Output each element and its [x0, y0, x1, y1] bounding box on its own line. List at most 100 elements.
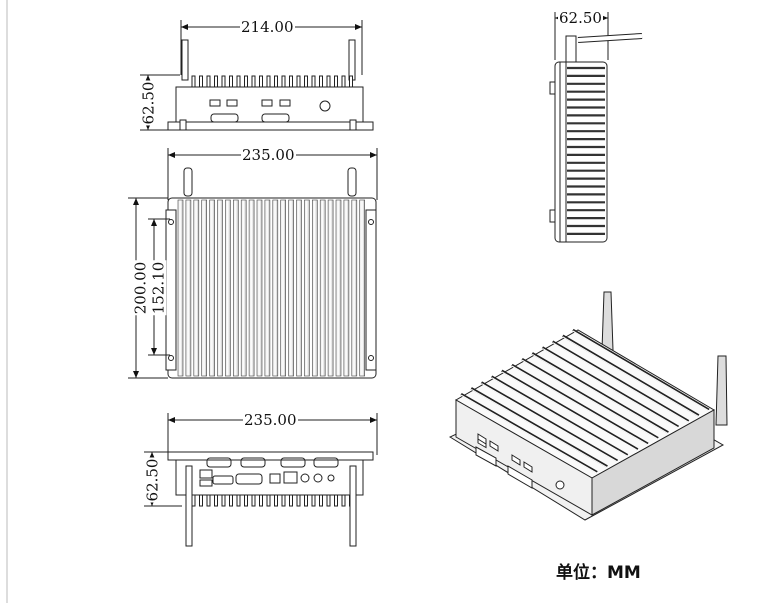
heatsink-fin: [280, 199, 287, 377]
side-view-depth-dimension: 62.50: [558, 9, 603, 27]
heatsink-fin: [259, 494, 263, 507]
heatsink-fin: [341, 75, 346, 88]
heatsink-fin-highlight: [501, 371, 639, 451]
heatsink-fin: [319, 199, 326, 377]
heatsink-fin: [251, 494, 256, 507]
bottom-view-width-dimension: 235.00: [243, 411, 298, 429]
heatsink-fin: [296, 199, 302, 377]
heatsink-fin: [501, 369, 639, 451]
heatsink-fin: [248, 199, 255, 377]
top-view: [140, 20, 374, 131]
heatsink-fin: [327, 199, 334, 377]
heatsink-fin-highlight: [562, 336, 700, 417]
main-view-inner-height-dimension: 152.10: [149, 260, 168, 316]
top-view-height-dimension: 62.50: [139, 80, 158, 126]
heatsink-fin: [311, 199, 318, 377]
heatsink-fin: [266, 494, 271, 507]
heatsink-fin: [266, 75, 271, 88]
heatsink-fin: [199, 75, 203, 88]
heatsink-fin-highlight: [471, 388, 608, 468]
heatsink-fin: [311, 75, 316, 88]
heatsink-fin: [351, 199, 358, 377]
heatsink-fin: [281, 75, 286, 88]
heatsink-fin: [259, 75, 263, 88]
heatsink-fin: [225, 199, 231, 377]
heatsink-fin: [221, 75, 226, 88]
heatsink-fin-highlight: [491, 377, 628, 457]
heatsink-fin: [341, 494, 346, 507]
heatsink-fin: [251, 75, 256, 88]
heatsink-fin: [319, 494, 323, 507]
heatsink-fin: [359, 199, 366, 377]
heatsink-fin: [199, 494, 203, 507]
heatsink-fin: [531, 352, 669, 434]
heatsink-fin: [185, 199, 192, 377]
heatsink-fin: [201, 199, 207, 377]
heatsink-fin: [206, 75, 211, 88]
heatsink-fin: [334, 494, 338, 507]
side-view: [549, 12, 643, 243]
heatsink-fin: [335, 199, 342, 377]
heatsink-fin: [572, 328, 710, 411]
heatsink-fin: [193, 199, 200, 377]
heatsink-fin: [289, 494, 293, 507]
heatsink-fin: [272, 199, 279, 377]
heatsink-fin-highlight: [572, 330, 710, 412]
heatsink-fin: [343, 199, 350, 377]
heatsink-fin: [289, 75, 293, 88]
heatsink-fin: [334, 75, 338, 88]
heatsink-fin: [244, 75, 248, 88]
heatsink-fin-highlight: [460, 394, 598, 474]
heatsink-fin: [521, 358, 659, 440]
heatsink-fin: [233, 199, 239, 377]
heatsink-fin: [274, 494, 278, 507]
heatsink-fin: [229, 75, 233, 88]
heatsink-fin: [541, 346, 680, 428]
heatsink-fin: [296, 494, 301, 507]
bottom-view: [144, 413, 378, 547]
heatsink-fin: [214, 75, 218, 88]
heatsink-fin-highlight: [552, 342, 689, 423]
heatsink-fin: [562, 334, 700, 417]
heatsink-fin: [296, 75, 301, 88]
heatsink-fin: [206, 494, 211, 507]
heatsink-fin: [304, 75, 308, 88]
heatsink-fin: [480, 381, 619, 462]
heatsink-fin: [236, 75, 241, 88]
heatsink-fin: [256, 199, 263, 377]
heatsink-fin: [470, 387, 608, 468]
main-view-height-dimension: 200.00: [131, 260, 150, 316]
heatsink-fin-highlight: [511, 365, 649, 446]
heatsink-fin-highlight: [521, 359, 659, 440]
bottom-view-height-dimension: 62.50: [143, 457, 162, 503]
heatsink-fin: [490, 375, 629, 457]
isometric-view: [448, 291, 728, 521]
heatsink-fin: [551, 340, 690, 423]
top-view-width-dimension: 214.00: [240, 18, 295, 36]
heatsink-fin: [326, 75, 331, 88]
heatsink-fin: [460, 392, 598, 474]
heatsink-fin-highlight: [542, 347, 679, 429]
heatsink-fin-highlight: [481, 382, 618, 463]
heatsink-fin: [304, 494, 308, 507]
heatsink-fin: [214, 494, 218, 507]
heatsink-fin: [311, 494, 316, 507]
heatsink-fin: [319, 75, 323, 88]
heatsink-fin: [264, 199, 271, 377]
heatsink-fin: [304, 199, 310, 377]
heatsink-fin: [511, 363, 649, 445]
main-view-width-dimension: 235.00: [241, 146, 296, 164]
heatsink-fin: [240, 199, 247, 377]
heatsink-fin: [236, 494, 241, 507]
unit-label: 单位：MM: [556, 563, 641, 583]
heatsink-fin-highlight: [531, 353, 669, 434]
heatsink-fin: [326, 494, 331, 507]
heatsink-fin: [221, 494, 226, 507]
heatsink-fin: [209, 199, 215, 377]
heatsink-fin: [217, 199, 223, 377]
heatsink-fin: [288, 199, 294, 377]
heatsink-fin: [281, 494, 286, 507]
heatsink-fin: [191, 75, 196, 88]
heatsink-fin: [244, 494, 248, 507]
